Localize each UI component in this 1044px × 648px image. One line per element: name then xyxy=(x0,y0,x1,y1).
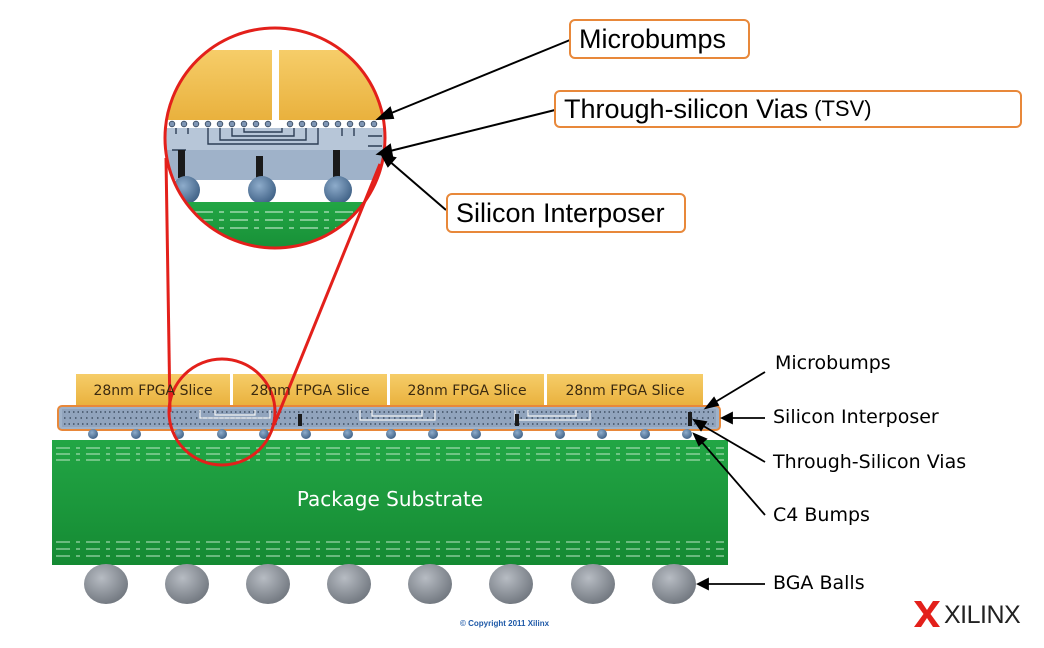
fpga-slice-4 xyxy=(547,374,703,406)
callout-leaders xyxy=(375,39,571,211)
callout-tsv: Through-silicon Vias (TSV) xyxy=(554,90,1022,128)
bga-balls xyxy=(84,564,696,604)
fpga-slice-label-4: 28nm FPGA Slice xyxy=(565,383,685,399)
fpga-slice-1 xyxy=(76,374,230,406)
side-leaders xyxy=(692,371,766,591)
xilinx-logo-text: XILINX xyxy=(944,601,1021,629)
fpga-slices xyxy=(76,374,703,406)
c4-bumps xyxy=(88,429,692,439)
silicon-interposer xyxy=(57,405,721,431)
side-label-microbumps: Microbumps xyxy=(775,352,891,374)
fpga-slice-label-1: 28nm FPGA Slice xyxy=(93,383,213,399)
callout-tsv-abbr: (TSV) xyxy=(814,96,872,121)
package-substrate-label: Package Substrate xyxy=(296,487,484,511)
side-label-c4: C4 Bumps xyxy=(773,504,870,526)
fpga-slice-2 xyxy=(233,374,387,406)
callout-interposer-text: Silicon Interposer xyxy=(456,197,665,228)
package-substrate xyxy=(52,440,728,565)
xilinx-logo: XILINX xyxy=(944,601,1021,630)
side-label-interposer: Silicon Interposer xyxy=(773,406,939,428)
magnifier xyxy=(163,26,387,467)
callout-interposer: Silicon Interposer xyxy=(446,193,686,233)
callout-tsv-text: Through-silicon Vias xyxy=(564,93,809,124)
side-label-tsv: Through-Silicon Vias xyxy=(773,451,967,473)
callout-microbumps: Microbumps xyxy=(569,19,750,59)
copyright-notice: © Copyright 2011 Xilinx xyxy=(460,619,550,628)
fpga-slice-3 xyxy=(390,374,544,406)
callout-microbumps-text: Microbumps xyxy=(579,23,727,54)
fpga-slice-label-3: 28nm FPGA Slice xyxy=(407,383,527,399)
xilinx-x-icon xyxy=(914,601,940,627)
fpga-slice-label-2: 28nm FPGA Slice xyxy=(250,383,370,399)
side-label-bga: BGA Balls xyxy=(773,572,865,594)
